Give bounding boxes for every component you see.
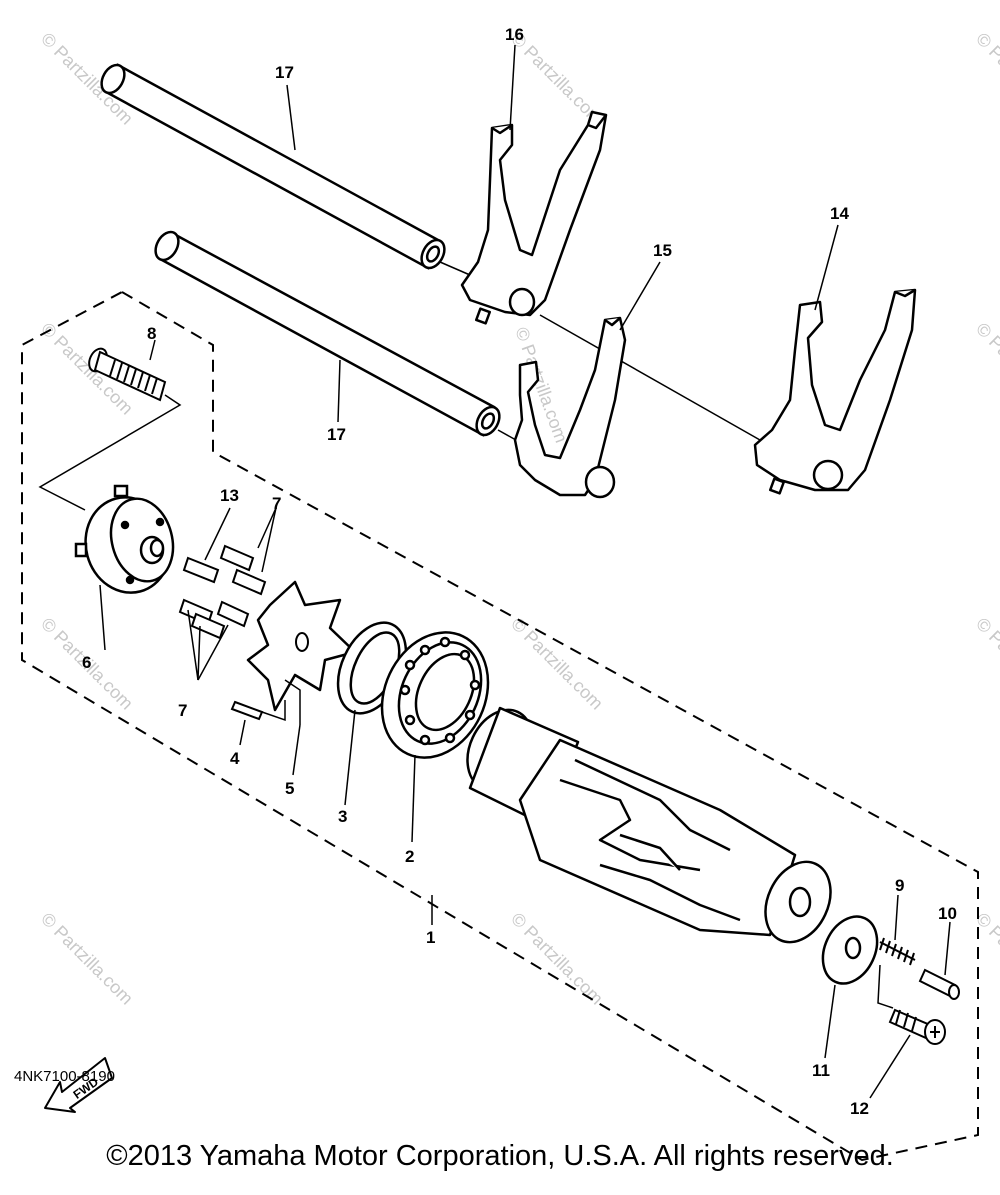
shift-fork-15 xyxy=(513,316,627,499)
segment-6 xyxy=(74,484,175,594)
bearing-2 xyxy=(380,631,490,759)
watermark: © Partzilla.com xyxy=(972,29,1000,129)
callout-10: 10 xyxy=(938,904,957,923)
callout-7b: 7 xyxy=(178,701,187,720)
screw-12 xyxy=(888,1008,946,1045)
leader-line xyxy=(261,700,286,722)
callout-labels: 1 2 3 4 5 6 7 7 8 9 10 11 12 13 14 15 16… xyxy=(82,25,957,1118)
watermark: © Partzilla.com xyxy=(972,909,1000,1009)
watermarks: © Partzilla.com © Partzilla.com © Partzi… xyxy=(37,29,1000,1009)
callout-5: 5 xyxy=(285,779,294,798)
copyright-notice: ©2013 Yamaha Motor Corporation, U.S.A. A… xyxy=(106,1140,894,1172)
callout-9: 9 xyxy=(895,876,904,895)
shift-fork-16 xyxy=(460,110,608,325)
watermark: © Partzilla.com xyxy=(972,319,1000,419)
callout-6: 6 xyxy=(82,653,91,672)
callout-3: 3 xyxy=(338,807,347,826)
watermark: © Partzilla.com xyxy=(507,614,607,714)
pin-10 xyxy=(918,968,960,1000)
callout-1: 1 xyxy=(426,928,435,947)
callout-8: 8 xyxy=(147,324,156,343)
part-number: 4NK7100-8190 xyxy=(14,1068,115,1085)
lever-plate-11 xyxy=(821,915,879,985)
fwd-arrow-icon: FWD xyxy=(44,1057,113,1113)
shift-drum-1 xyxy=(466,706,832,944)
shift-fork-14 xyxy=(753,288,917,495)
pin-4 xyxy=(230,700,264,721)
watermark: © Partzilla.com xyxy=(972,614,1000,714)
leader-lines xyxy=(99,44,951,1099)
callout-2: 2 xyxy=(405,847,414,866)
spring-9 xyxy=(879,937,916,966)
callout-13: 13 xyxy=(220,486,239,505)
dowel-pins xyxy=(178,544,267,640)
callout-16: 16 xyxy=(505,25,524,44)
callout-17b: 17 xyxy=(327,425,346,444)
screw-8 xyxy=(88,347,167,402)
callout-12: 12 xyxy=(850,1099,869,1118)
callout-7a: 7 xyxy=(272,494,281,513)
callout-11: 11 xyxy=(812,1061,830,1080)
leader-line xyxy=(877,964,894,1009)
assembly-boundary xyxy=(21,290,979,1162)
leader-line xyxy=(38,394,182,511)
shift-fork-shaft-lower xyxy=(154,230,501,437)
callout-15: 15 xyxy=(653,241,672,260)
shift-fork-shaft-upper xyxy=(100,63,446,270)
callout-17a: 17 xyxy=(275,63,294,82)
watermark: © Partzilla.com xyxy=(37,909,137,1009)
callout-14: 14 xyxy=(830,204,849,223)
callout-4: 4 xyxy=(230,749,240,768)
leader-line xyxy=(284,679,301,725)
